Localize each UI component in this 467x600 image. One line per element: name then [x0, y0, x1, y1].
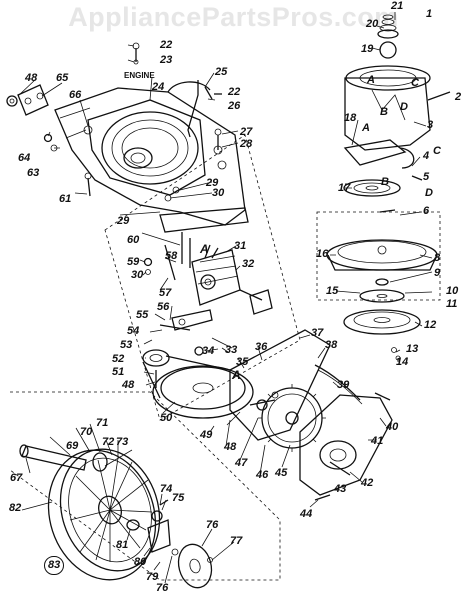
callout-17: 17 — [338, 182, 351, 194]
callout-76-bottom: 76 — [156, 582, 169, 594]
callout-77: 77 — [230, 535, 243, 547]
callout-67: 67 — [10, 472, 23, 484]
letter-a-trans: A — [200, 242, 209, 256]
callout-25: 25 — [215, 66, 228, 78]
callout-35: 35 — [236, 356, 249, 368]
callout-21: 21 — [391, 0, 404, 12]
callout-31: 31 — [234, 240, 247, 252]
callout-52: 52 — [112, 353, 125, 365]
callout-57: 57 — [159, 287, 172, 299]
callout-22-mid: 22 — [228, 86, 241, 98]
callout-2: 2 — [455, 91, 462, 103]
callout-54: 54 — [127, 325, 140, 337]
callout-48-mid: 48 — [122, 379, 135, 391]
callout-32: 32 — [242, 258, 255, 270]
callout-50: 50 — [160, 412, 173, 424]
callout-16: 16 — [316, 248, 329, 260]
letter-c-upper: C — [411, 77, 419, 89]
callout-30-a: 30 — [212, 187, 225, 199]
callout-26: 26 — [228, 100, 241, 112]
callout-53: 53 — [120, 339, 133, 351]
watermark: AppliancePartsPros.com — [68, 2, 399, 32]
callout-79: 79 — [146, 571, 159, 583]
callout-42: 42 — [361, 477, 374, 489]
callout-70: 70 — [80, 426, 93, 438]
callout-38: 38 — [325, 339, 338, 351]
callout-34: 34 — [202, 345, 215, 357]
callout-27: 27 — [240, 126, 253, 138]
letter-b-mid: B — [381, 176, 389, 188]
callout-29-b: 29 — [117, 215, 130, 227]
callout-10: 10 — [446, 285, 459, 297]
callout-28: 28 — [240, 138, 253, 150]
callout-9: 9 — [434, 267, 441, 279]
callout-73: 73 — [116, 436, 129, 448]
callout-20: 20 — [366, 18, 379, 30]
callout-8: 8 — [434, 252, 441, 264]
callout-74: 74 — [160, 483, 173, 495]
callout-15: 15 — [326, 285, 339, 297]
callout-76-top: 76 — [206, 519, 219, 531]
callout-51: 51 — [112, 366, 125, 378]
letter-c-mid: C — [433, 145, 441, 157]
callout-82: 82 — [9, 502, 22, 514]
callout-75: 75 — [172, 492, 185, 504]
callout-29-a: 29 — [206, 177, 219, 189]
callout-37: 37 — [311, 327, 324, 339]
callout-43: 43 — [334, 483, 347, 495]
callout-49: 49 — [200, 429, 213, 441]
callout-47: 47 — [235, 457, 248, 469]
callout-36: 36 — [255, 341, 268, 353]
callout-58: 58 — [165, 250, 178, 262]
callout-64: 64 — [18, 152, 31, 164]
callout-59: 59 — [127, 256, 140, 268]
callout-22-top: 22 — [160, 39, 173, 51]
callout-13: 13 — [406, 343, 419, 355]
callout-30-b: 30 — [131, 269, 144, 281]
callout-72: 72 — [102, 436, 115, 448]
callout-60: 60 — [127, 234, 140, 246]
callout-65: 65 — [56, 72, 69, 84]
callout-33: 33 — [225, 344, 238, 356]
letter-a-guard: A — [232, 368, 241, 382]
callout-81: 81 — [116, 539, 129, 551]
callout-48-low: 48 — [224, 441, 237, 453]
callout-6: 6 — [423, 205, 430, 217]
letter-d-upper: D — [400, 101, 408, 113]
callout-56: 56 — [157, 301, 170, 313]
callout-11: 11 — [446, 298, 458, 310]
callout-4: 4 — [423, 150, 430, 162]
callout-45: 45 — [275, 467, 288, 479]
callout-46: 46 — [256, 469, 269, 481]
callout-12: 12 — [424, 319, 437, 331]
callout-14: 14 — [396, 356, 409, 368]
callout-18: 18 — [344, 112, 357, 124]
letter-a-mid: A — [362, 122, 370, 134]
callout-5: 5 — [423, 171, 430, 183]
callout-41: 41 — [371, 435, 384, 447]
callout-3: 3 — [427, 119, 434, 131]
engine-label: ENGINE — [124, 71, 155, 80]
callout-40: 40 — [386, 421, 399, 433]
callout-24: 24 — [152, 81, 165, 93]
callout-19: 19 — [361, 43, 374, 55]
callout-23: 23 — [160, 54, 173, 66]
callout-63: 63 — [27, 167, 40, 179]
callout-1: 1 — [426, 8, 433, 20]
callout-80: 80 — [134, 556, 147, 568]
callout-44: 44 — [300, 508, 313, 520]
letter-b-upper: B — [380, 106, 388, 118]
callout-61: 61 — [59, 193, 72, 205]
callout-69: 69 — [66, 440, 79, 452]
callout-55: 55 — [136, 309, 149, 321]
callout-39: 39 — [337, 379, 350, 391]
callout-48-top: 48 — [25, 72, 38, 84]
letter-d-mid: D — [425, 187, 433, 199]
callout-83-circled: 83 — [44, 556, 65, 575]
callout-71: 71 — [96, 417, 109, 429]
callout-66: 66 — [69, 89, 82, 101]
letter-a-upper: A — [367, 74, 375, 86]
